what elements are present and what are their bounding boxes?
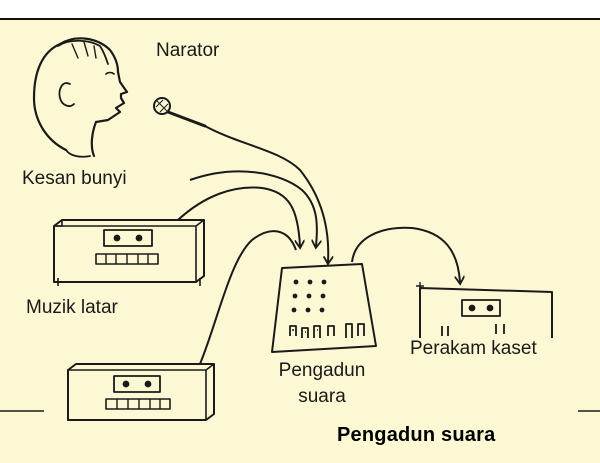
- deck2-cable: [199, 230, 297, 365]
- cassette-deck-1-icon: [53, 219, 205, 286]
- mixer-label-line2: suara: [298, 386, 346, 407]
- mixer-label-line1: Pengadun: [278, 360, 366, 381]
- recorder-label: Perakam kaset: [410, 338, 537, 359]
- microphone-icon: [153, 97, 207, 128]
- deck1-cable: [177, 186, 300, 246]
- mic-cable: [204, 125, 328, 262]
- sound-mixer-icon: [271, 263, 377, 353]
- sound-effects-cable: [189, 170, 317, 246]
- narrator-label: Narator: [156, 40, 220, 61]
- top-border-line: [0, 18, 600, 20]
- mixer-to-recorder-cable: [351, 226, 460, 282]
- background-music-label: Muzik latar: [26, 297, 118, 318]
- diagram-caption: Pengadun suara: [337, 424, 496, 446]
- narrator-head-icon: [32, 37, 129, 158]
- cassette-deck-2-icon: [67, 363, 215, 421]
- sound-effects-label: Kesan bunyi: [22, 168, 127, 189]
- cassette-recorder-icon: [416, 282, 553, 338]
